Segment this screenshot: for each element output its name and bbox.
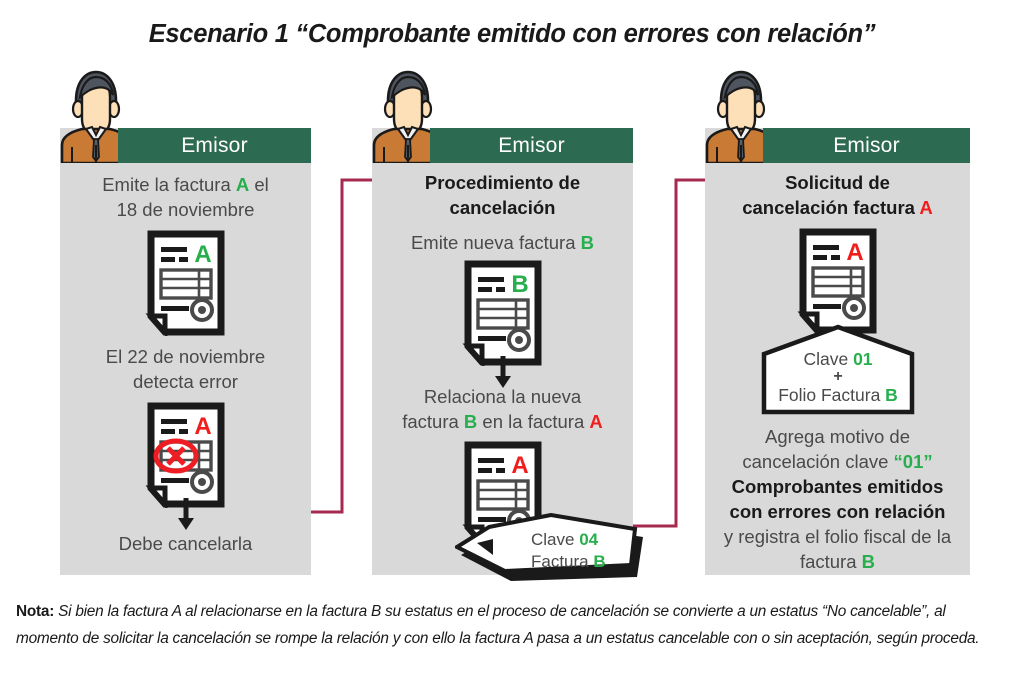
pentagon-clave-01: Clave 01 + Folio Factura B — [760, 324, 916, 416]
col2-line3-pre: factura — [402, 411, 464, 432]
col1-down-arrow-icon — [178, 498, 194, 530]
col3-line1: Agrega motivo de — [764, 426, 910, 447]
tag-row1-value: 04 — [579, 530, 599, 549]
col2-line3-mark2: A — [589, 411, 603, 432]
tag-clave-04: Clave 04 Factura B — [452, 512, 645, 583]
tag-row2-value: B — [593, 552, 606, 571]
col3-line4-mark: B — [861, 551, 876, 572]
col3-line4-pre: factura — [799, 551, 862, 572]
col3-title2: cancelación factura A — [705, 195, 970, 220]
col1-line1-pre: Emite la factura — [102, 174, 236, 195]
tag-row1: Clave 04 — [531, 529, 598, 551]
col1-line1-mark: A — [235, 174, 250, 195]
pentagon-plus: + — [833, 368, 843, 385]
pentagon-row3: Folio Factura B — [760, 384, 916, 406]
col2-line1-mark: B — [580, 232, 595, 253]
column-header-3: Emisor — [763, 128, 970, 163]
column-header-1: Emisor — [118, 128, 311, 163]
column-emisor-3: Emisor Solicitud de cancelación factura … — [705, 70, 970, 575]
pentagon-row1: Clave 01 — [760, 348, 916, 370]
pentagon-row1-value: 01 — [853, 349, 873, 369]
column-emisor-1: Emisor Emite la factura A el 18 de novie… — [60, 70, 311, 575]
footer-note-text: Si bien la factura A al relacionarse en … — [16, 603, 980, 647]
footer-note: Nota: Si bien la factura A al relacionar… — [16, 598, 1011, 652]
tag-row2: Factura B — [531, 551, 606, 573]
svg-text:A: A — [846, 239, 863, 266]
col3-title1: Solicitud de — [785, 172, 890, 193]
document-icon-factura-a-green: A — [145, 230, 225, 336]
col2-line2: Relaciona la nueva — [423, 386, 582, 407]
col2-title2: cancelación — [449, 197, 556, 218]
col2-down-arrow-icon — [495, 356, 511, 388]
col3-bold2: con errores con relación — [729, 501, 946, 522]
col2-line1-pre: Emite nueva factura — [410, 232, 581, 253]
col2-title1: Procedimiento de — [424, 172, 581, 193]
person-avatar-icon — [372, 70, 444, 163]
col3-title2-pre: cancelación factura — [742, 197, 920, 218]
svg-text:A: A — [194, 413, 211, 440]
col3-line2-pre: cancelación clave — [742, 451, 894, 472]
svg-text:A: A — [511, 452, 528, 479]
tag-row1-label: Clave — [531, 530, 580, 549]
tag-shape — [452, 512, 643, 581]
tag-row2-label: Factura — [531, 552, 594, 571]
col2-line3: factura B en la factura A — [372, 409, 633, 434]
page-title: Escenario 1 “Comprobante emitido con err… — [148, 20, 876, 48]
col2-line3-mid: en la factura — [477, 411, 590, 432]
col3-line4: factura B — [705, 549, 970, 574]
pentagon-row3-label: Folio Factura — [778, 385, 886, 405]
footer-note-label: Nota: — [16, 603, 55, 620]
col1-line4: detecta error — [133, 371, 238, 392]
col3-line3: y registra el folio fiscal de la — [723, 526, 952, 547]
col2-line1: Emite nueva factura B — [372, 230, 633, 255]
col1-line1-post: el — [249, 174, 269, 195]
col1-line1: Emite la factura A el — [60, 172, 311, 197]
document-icon-factura-b-green: B — [462, 260, 542, 366]
svg-text:B: B — [511, 271, 528, 298]
col3-line2-mark: “01” — [893, 451, 933, 472]
col3-line2: cancelación clave “01” — [705, 449, 970, 474]
document-icon-solicitud-factura-a: A — [797, 228, 877, 334]
pentagon-shape — [761, 324, 915, 415]
pentagon-row3-value: B — [885, 385, 898, 405]
svg-text:A: A — [194, 241, 211, 268]
col3-bold1: Comprobantes emitidos — [731, 476, 944, 497]
column-emisor-2: Emisor Procedimiento de cancelación Emit… — [372, 70, 643, 581]
person-avatar-icon — [60, 70, 132, 163]
pentagon-row1-label: Clave — [803, 349, 854, 369]
column-header-2: Emisor — [430, 128, 633, 163]
col1-line5: Debe cancelarla — [118, 533, 253, 554]
col1-line2: 18 de noviembre — [116, 199, 255, 220]
document-icon-factura-a-error: A — [145, 402, 225, 508]
col2-line3-mark: B — [463, 411, 478, 432]
col1-line3: El 22 de noviembre — [105, 346, 266, 367]
col3-title2-mark: A — [919, 197, 933, 218]
